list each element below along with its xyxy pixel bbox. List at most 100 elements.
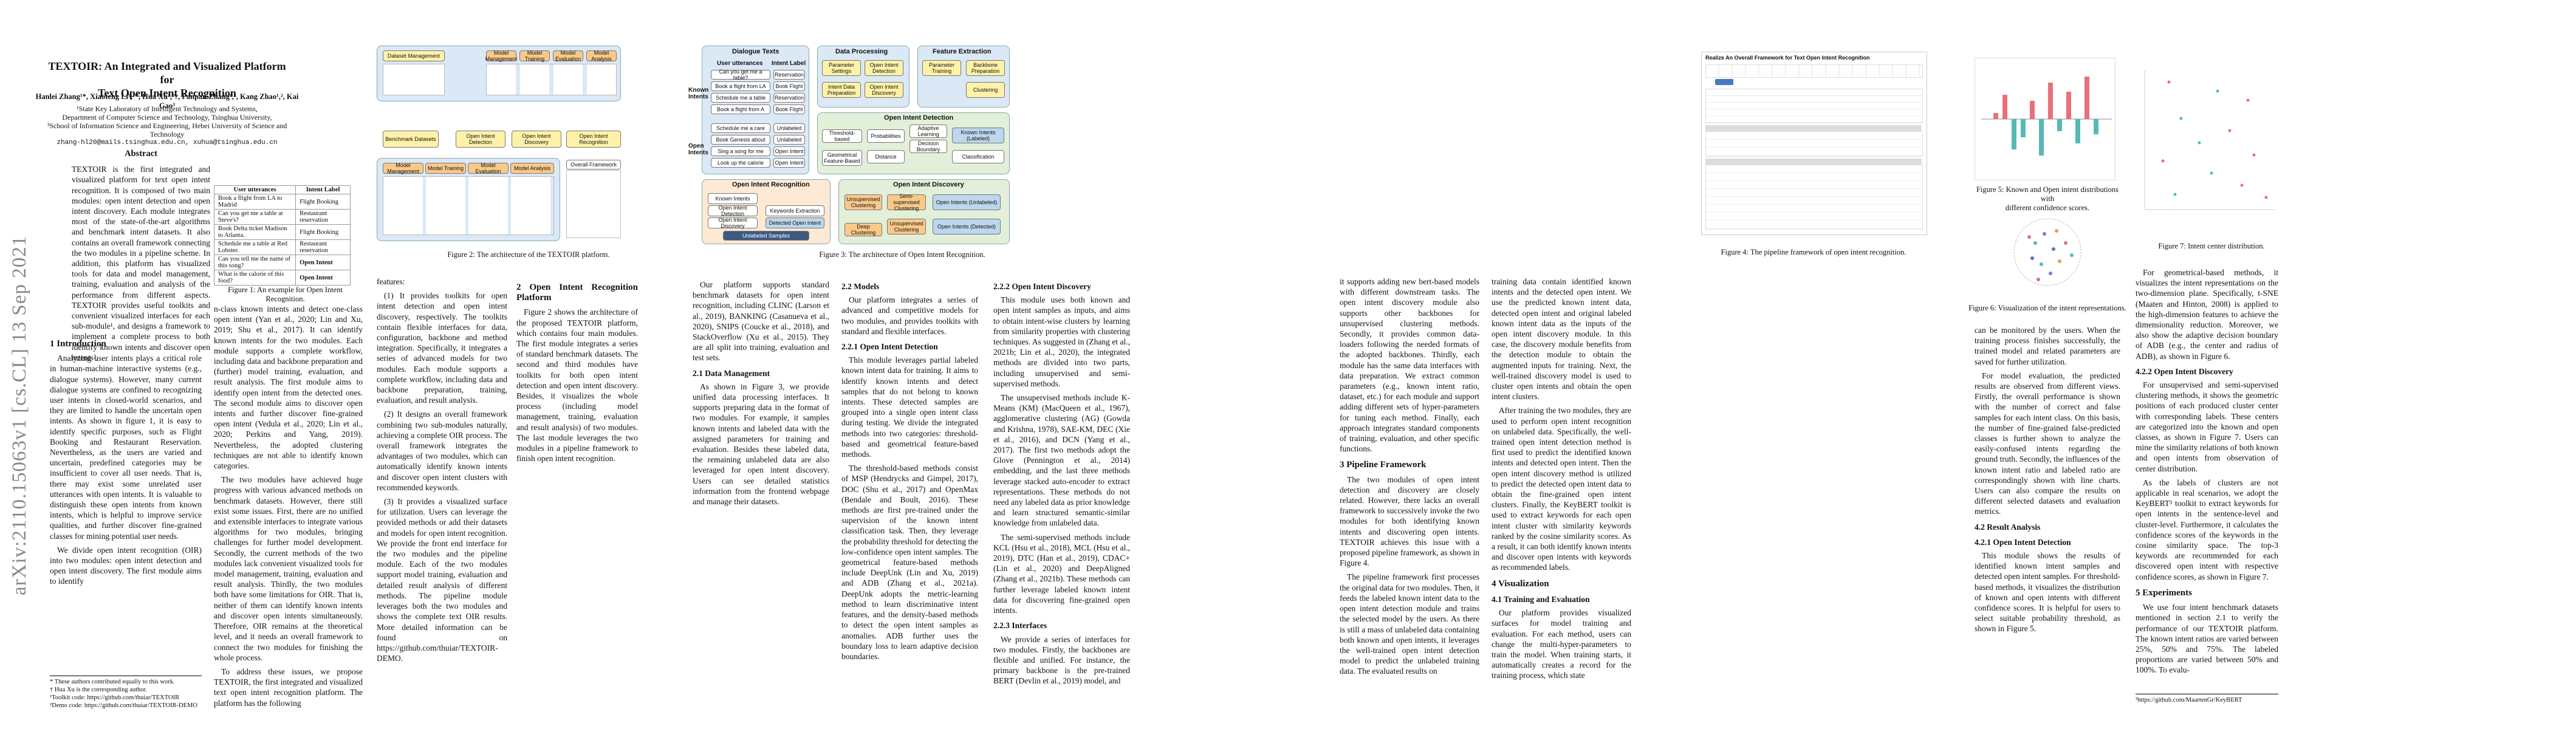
fig2-model-eval: Model Evaluation <box>553 50 583 62</box>
fig3-label: Book Flight <box>773 104 805 114</box>
col3-intro: features: <box>377 277 405 286</box>
fig5-bar <box>2057 119 2062 131</box>
fig2-thumb-data <box>383 64 445 95</box>
sec42-heading: 4.2 Result Analysis <box>1975 522 2041 532</box>
fig7-point <box>2264 196 2268 199</box>
fig3-fe-item: Parameter Training <box>922 60 961 76</box>
fig4-table-header <box>1705 125 1922 131</box>
figure7-caption: Figure 7: Intent center distribution. <box>2158 242 2265 250</box>
fig7-point <box>2216 89 2219 93</box>
figure4-caption: Figure 4: The pipeline framework of open… <box>1721 248 1906 256</box>
page2-col1: Our platform supports standard benchmark… <box>693 279 829 510</box>
page4-col1: can be monitored by the users. When the … <box>1975 325 2120 638</box>
fig3-dialogue-title: Dialogue Texts <box>732 48 779 55</box>
page-1: arXiv:2110.15063v1 [cs.CL] 13 Sep 2021 T… <box>0 0 644 729</box>
table-cell: Open Intent <box>295 270 351 286</box>
fig3-disc-item: Deep Clustering <box>844 223 882 236</box>
fig3-dp-item: Intent Data Preparation <box>822 82 861 98</box>
fig3-oir-item: Detected Open Intent <box>766 217 824 228</box>
fig6-point <box>2036 278 2040 281</box>
fig3-fe-item: Clustering <box>966 82 1005 98</box>
fig5-bar <box>2012 119 2016 149</box>
fig5-bar <box>2048 83 2053 119</box>
paper-authors: Hanlei Zhang¹*, Xiaoteng Li¹,²*, Hua Xu¹… <box>35 92 299 110</box>
fig7-point <box>2252 153 2256 157</box>
page3-col1: it supports adding new bert-based models… <box>1340 276 1479 680</box>
col7-p2: After training the two modules, they are… <box>1492 406 1631 572</box>
sec422-heading: 4.2.2 Open Intent Discovery <box>2136 366 2233 376</box>
fig3-label: Unlabeled <box>773 135 805 145</box>
fig5-bar <box>2075 119 2080 143</box>
intro-heading: 1 Introduction <box>50 339 106 349</box>
intro-p2: We divide open intent recognition (OIR) … <box>50 545 202 586</box>
fig5-bar <box>2039 119 2044 156</box>
footnotes-p1: * These authors contributed equally to t… <box>50 676 202 710</box>
fig7-point <box>2179 117 2183 120</box>
col3-item2: (2) It designs an overall framework comb… <box>377 409 507 492</box>
col4b-p0: Our platform supports standard benchmark… <box>693 280 829 363</box>
table-cell: Schedule me a table at Red Lobster. <box>213 239 296 255</box>
fig5-bar <box>2094 119 2098 134</box>
sec421-heading: 4.2.1 Open Intent Detection <box>1975 537 2071 547</box>
fig3-disc-item: Unsupervised Clustering <box>887 219 926 234</box>
paper-affiliations: ¹State Key Laboratory of Intelligent Tec… <box>47 104 287 146</box>
fig7-point <box>2197 141 2201 145</box>
col6-p1: it supports adding new bert-based models… <box>1340 277 1479 454</box>
page-3: Realize An Overall Framework for Text Op… <box>1288 0 1932 729</box>
fig3-row: Book a flight from A <box>711 104 770 114</box>
fig3-disc-item: Open Intents (Unlabeled) <box>933 194 1001 210</box>
fig2-model-analysis: Model Analysis <box>586 50 617 62</box>
table-cell: Flight Booking <box>295 194 351 210</box>
page2-col2: 2.2 Models Our platform integrates a ser… <box>841 276 978 665</box>
fig3-oir-item: Keywords Extraction <box>766 205 824 216</box>
col9-p2: For unsupervised and semi-supervised clu… <box>2136 380 2278 473</box>
sec3-heading: 3 Pipeline Framework <box>1340 460 1427 470</box>
fig6-point <box>2043 232 2046 236</box>
fig4-grid-1 <box>1705 89 1923 123</box>
col8-p3: This module shows the results of identif… <box>1975 551 2120 634</box>
sec21-heading: 2.1 Data Management <box>693 368 770 378</box>
fig4-grid-3 <box>1705 165 1923 230</box>
fig2-oir-box: Open Intent Recognition <box>566 131 621 148</box>
col4-p1: Our platform integrates a series of adva… <box>841 295 978 336</box>
fig6-point <box>2052 247 2055 251</box>
fig6-point <box>2058 259 2061 263</box>
page1-col3: features: (1) It provides toolkits for o… <box>377 276 507 667</box>
fig2-model-eval-2: Model Evaluation <box>468 162 509 174</box>
page1-col4: 2 Open Intent Recognition Platform Figur… <box>516 276 638 467</box>
abstract-text: TEXTOIR is the first integrated and visu… <box>72 165 210 362</box>
col2-p3: To address these issues, we propose TEXT… <box>214 666 363 708</box>
fig3-utt-header: User utterances <box>717 60 763 67</box>
arxiv-stamp: arXiv:2110.15063v1 [cs.CL] 13 Sep 2021 <box>9 235 30 595</box>
fig3-oir-item: Unlabeled Samples <box>723 231 809 241</box>
fig3-oir-title: Open Intent Recognition <box>732 181 810 188</box>
fig4-title: Realize An Overall Framework for Text Op… <box>1705 55 1870 61</box>
abstract: Abstract TEXTOIR is the first integrated… <box>72 149 210 363</box>
fig4-toolbar <box>1705 64 1923 78</box>
introduction: 1 Introduction Analyzing user intents pl… <box>50 333 202 590</box>
fig4-run-button <box>1715 79 1733 85</box>
page4-col2: For geometrical-based methods, it visual… <box>2136 267 2278 679</box>
fig3-disc-item: Unsupervised Clustering <box>844 194 882 210</box>
col6-p2: The two modules of open intent detection… <box>1340 474 1479 568</box>
figure3-caption: Figure 3: The architecture of Open Inten… <box>819 250 985 259</box>
fig3-row: Can you get me a table? <box>711 69 770 81</box>
fig3-oir-item: Open Intent Detection <box>708 205 758 217</box>
col3-item1: (1) It provides toolkits for open intent… <box>377 291 507 405</box>
fig3-known-rows: Can you get me a table? Book a flight fr… <box>711 69 803 116</box>
fig2-model-train: Model Training <box>519 50 550 62</box>
fig2-dataset-box: Dataset Management <box>383 50 445 61</box>
fig6-svg <box>2013 218 2081 286</box>
col9-p1: For geometrical-based methods, it visual… <box>2136 268 2278 361</box>
fig3-oid-item: Probabilities <box>867 129 905 143</box>
col3-item3: (3) It provides a visualized surface for… <box>377 497 507 663</box>
fig2-model-analysis-2: Model Analysis <box>510 163 554 174</box>
col6-p3: The pipeline framework first processes t… <box>1340 572 1479 676</box>
fig7-point <box>2228 129 2232 132</box>
sec2-p1: Figure 2 shows the architecture of the p… <box>516 307 638 464</box>
sec22-heading: 2.2 Models <box>841 282 880 291</box>
paper-title: TEXTOIR: An Integrated and Visualized Pl… <box>48 60 286 99</box>
table-cell: What is the calorie of this food? <box>213 270 296 286</box>
fig3-oid-item: Adaptive Learning <box>909 125 947 138</box>
fig7-point <box>2210 171 2213 175</box>
